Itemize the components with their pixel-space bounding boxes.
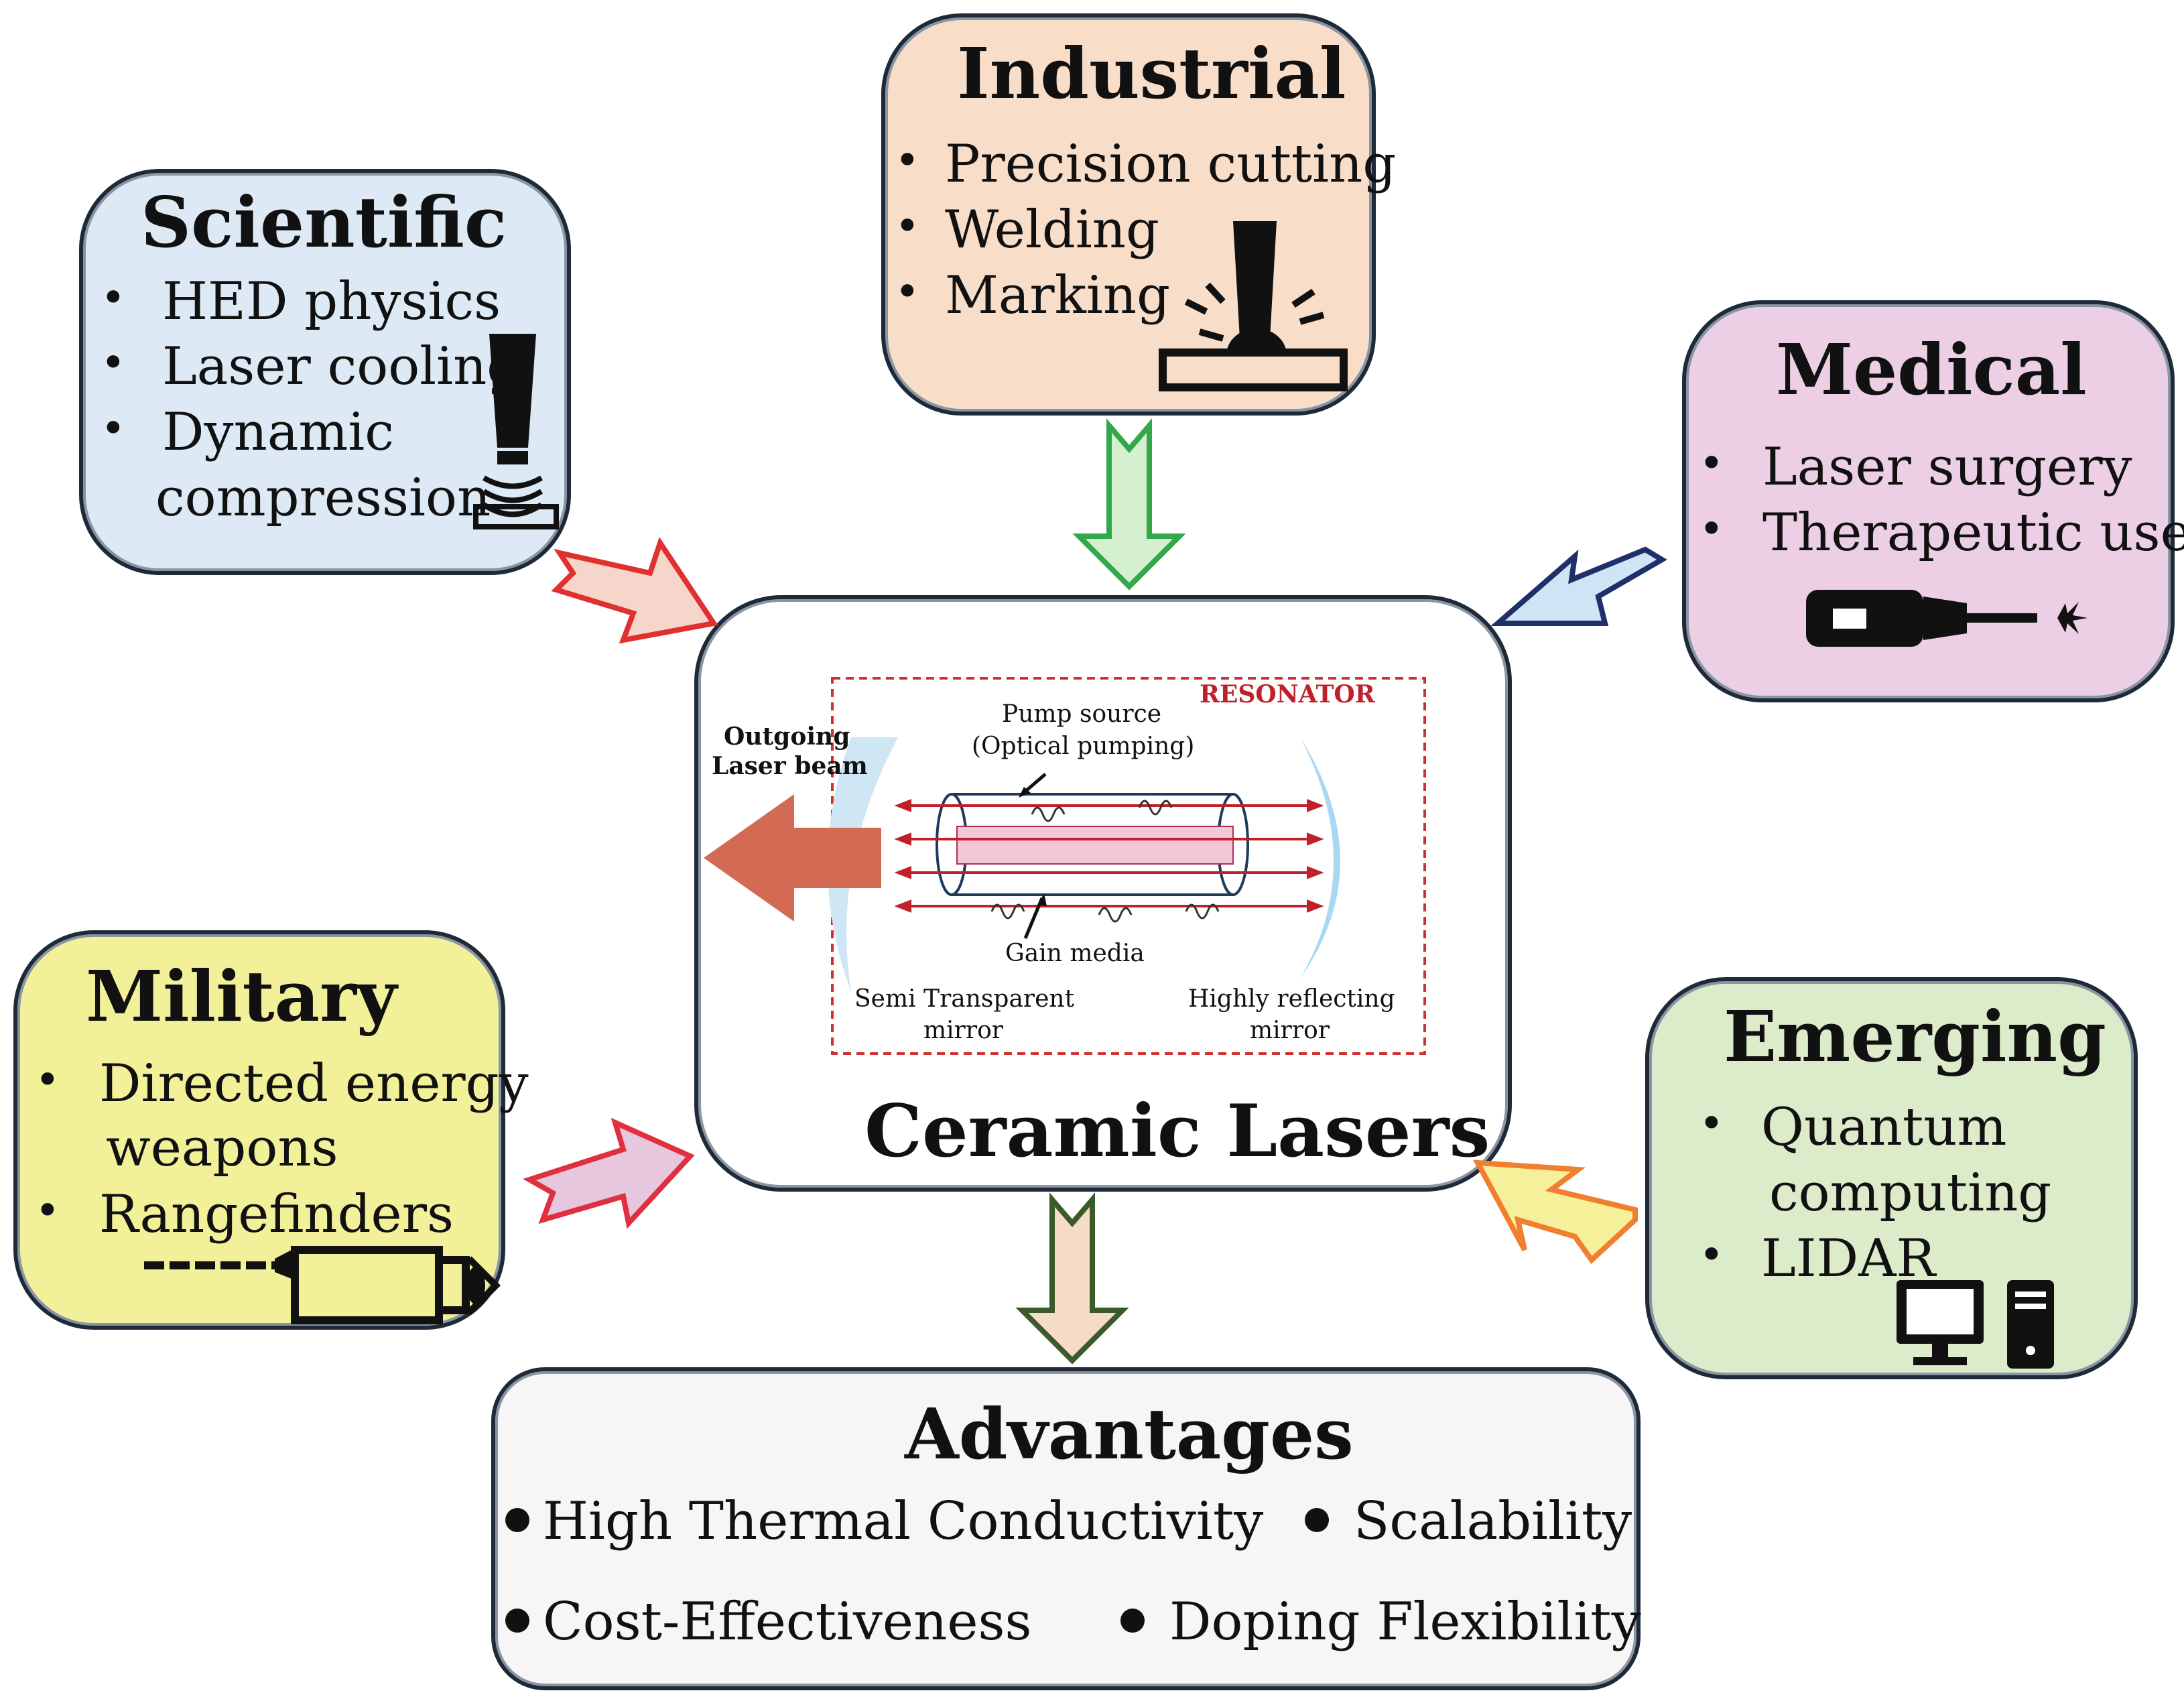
laser-beam-icon bbox=[473, 334, 559, 529]
bullet-dot bbox=[1120, 1609, 1145, 1633]
semi-transparent-mirror bbox=[828, 737, 898, 992]
high-mirror-label: Highly reflecting bbox=[1188, 985, 1395, 1013]
bullet: • bbox=[895, 202, 920, 251]
medical-item: Laser surgery bbox=[1762, 437, 2132, 497]
bullet: • bbox=[895, 136, 920, 186]
pump-label: Pump source bbox=[1002, 700, 1162, 728]
arrow-industrial-to-center bbox=[1072, 418, 1186, 590]
laser-cutting-icon bbox=[1159, 221, 1348, 391]
bullet-dot bbox=[505, 1508, 529, 1532]
medical-title: Medical bbox=[1776, 328, 2087, 411]
computer-icon bbox=[1897, 1280, 2054, 1369]
highly-reflecting-mirror bbox=[1300, 737, 1340, 979]
arrow-military-to-center bbox=[523, 1117, 695, 1229]
arrow-emerging-to-center bbox=[1473, 1159, 1638, 1265]
emerging-item: computing bbox=[1769, 1163, 2052, 1223]
resonator-label: RESONATOR bbox=[1200, 680, 1375, 708]
industrial-item: Precision cutting bbox=[945, 134, 1397, 194]
scientific-title: Scientific bbox=[141, 181, 507, 263]
semi-mirror-label: Semi Transparent bbox=[854, 985, 1075, 1013]
bullet: • bbox=[1699, 505, 1724, 554]
arrow-scientific-to-center bbox=[551, 536, 718, 644]
bullet-dot bbox=[1305, 1508, 1329, 1532]
bullet: • bbox=[1699, 1099, 1724, 1149]
outgoing-label: Laser beam bbox=[712, 752, 868, 780]
outgoing-beam-arrow bbox=[704, 794, 881, 922]
pump-label: (Optical pumping) bbox=[972, 733, 1195, 760]
gain-media-label: Gain media bbox=[1005, 940, 1145, 967]
bullet: • bbox=[35, 1186, 60, 1236]
military-item: Rangefinders bbox=[99, 1184, 454, 1245]
ceramic-lasers-title: Ceramic Lasers bbox=[864, 1089, 1490, 1174]
bullet: • bbox=[101, 338, 126, 388]
industrial-item: Marking bbox=[945, 265, 1171, 326]
semi-mirror-label: mirror bbox=[923, 1017, 1003, 1044]
emerging-box bbox=[1645, 977, 2138, 1379]
advantage-item: High Thermal Conductivity bbox=[543, 1491, 1264, 1552]
advantages-title: Advantages bbox=[905, 1393, 1354, 1475]
bullet: • bbox=[101, 404, 126, 454]
bullet: • bbox=[101, 273, 126, 323]
bullet: • bbox=[895, 267, 920, 317]
rangefinder-icon bbox=[144, 1246, 501, 1324]
advantage-item: Doping Flexibility bbox=[1169, 1592, 1641, 1652]
advantages-box bbox=[491, 1367, 1641, 1690]
outgoing-label: Outgoing bbox=[724, 722, 850, 751]
medical-item: Therapeutic uses bbox=[1762, 503, 2184, 563]
laser-pen-icon bbox=[1806, 590, 2087, 647]
emerging-item: Quantum bbox=[1761, 1097, 2007, 1157]
scientific-item: Dynamic bbox=[162, 402, 394, 462]
industrial-title: Industrial bbox=[957, 32, 1346, 115]
emerging-item: LIDAR bbox=[1761, 1229, 1936, 1289]
emerging-title: Emerging bbox=[1724, 995, 2106, 1078]
resonator-diagram bbox=[704, 677, 1426, 1055]
scientific-item: HED physics bbox=[162, 271, 501, 332]
bullet: • bbox=[1699, 1231, 1724, 1280]
arrow-center-to-advantages bbox=[1015, 1192, 1129, 1365]
scientific-item: Laser cooling bbox=[162, 336, 521, 397]
arrow-medical-to-center bbox=[1490, 546, 1667, 626]
bullet-dot bbox=[505, 1609, 529, 1633]
military-item: weapons bbox=[106, 1118, 338, 1178]
high-mirror-label: mirror bbox=[1250, 1017, 1330, 1044]
advantage-item: Scalability bbox=[1354, 1491, 1632, 1552]
military-title: Military bbox=[86, 955, 397, 1037]
military-item: Directed energy bbox=[99, 1054, 529, 1114]
bullet: • bbox=[35, 1056, 60, 1105]
bullet: • bbox=[1699, 439, 1724, 489]
industrial-item: Welding bbox=[945, 200, 1159, 260]
advantage-item: Cost-Effectiveness bbox=[543, 1592, 1032, 1652]
scientific-item: compression bbox=[155, 468, 491, 528]
